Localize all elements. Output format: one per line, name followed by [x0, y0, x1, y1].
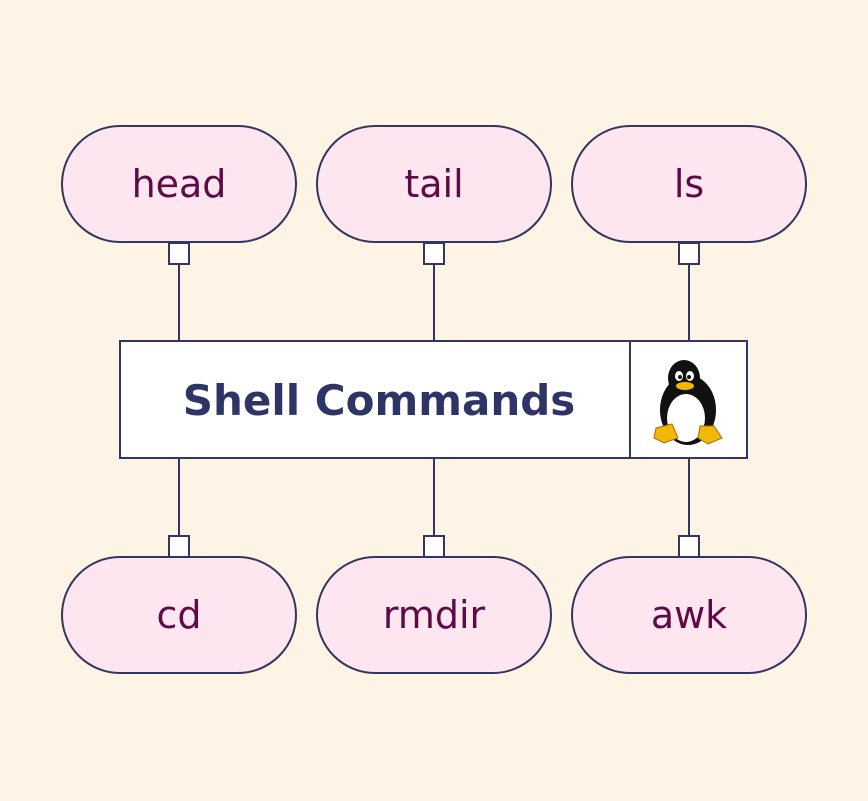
bottom-node-awk: awk	[571, 556, 807, 674]
bottom-node-cd: cd	[61, 556, 297, 674]
linux-penguin-icon	[653, 360, 723, 445]
node-label: ls	[674, 162, 704, 206]
central-box: Shell Commands	[119, 340, 748, 459]
node-label: tail	[404, 162, 463, 206]
top-node-tail: tail	[316, 125, 552, 243]
top-node-head: head	[61, 125, 297, 243]
node-label: head	[132, 162, 227, 206]
connectors	[178, 264, 690, 536]
diagram-title: Shell Commands	[183, 376, 576, 425]
top-node-ls: ls	[571, 125, 807, 243]
node-label: rmdir	[383, 593, 486, 637]
node-label: awk	[651, 593, 727, 637]
node-label: cd	[156, 593, 201, 637]
bottom-node-rmdir: rmdir	[316, 556, 552, 674]
ports	[168, 242, 700, 558]
